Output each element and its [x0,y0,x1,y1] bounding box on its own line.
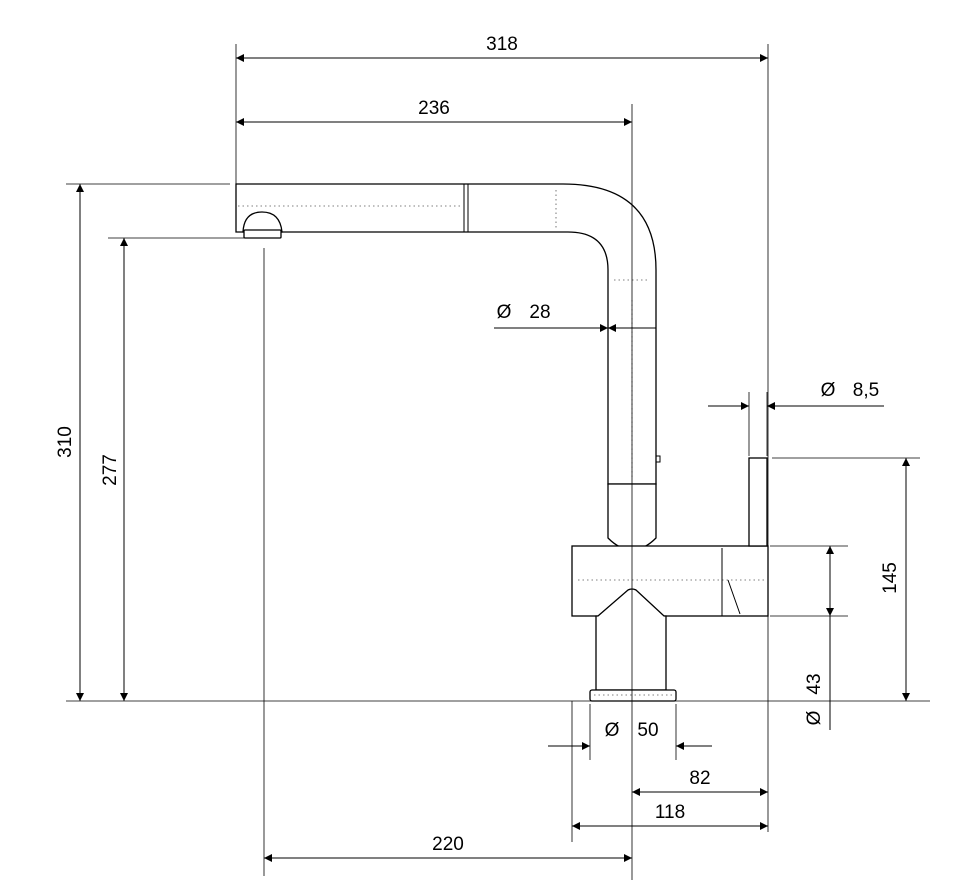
label-lever-diameter-symbol: Ø [821,380,836,401]
label-spout-reach: 220 [432,834,464,855]
extension-lines [66,44,930,880]
faucet-outline [235,183,769,702]
label-lever-height: 145 [880,562,901,594]
label-base-diameter-value: 43 [804,673,825,694]
label-overall-width: 318 [486,34,518,55]
label-lever-diameter: 8,5 [853,380,879,401]
label-center-to-lever: 82 [689,768,710,789]
label-spout-diameter: 28 [529,302,550,323]
label-hole-diameter-symbol: Ø [605,720,620,741]
label-total-height: 310 [55,426,76,458]
label-spout-reach-outer: 236 [418,98,450,119]
label-outlet-height: 277 [100,454,121,486]
label-hole-diameter: 50 [637,720,658,741]
label-base-to-lever: 118 [655,802,685,823]
label-spout-diameter-symbol: Ø [497,302,512,323]
label-base-diameter-symbol: Ø [804,710,825,725]
dimension-lines [76,54,910,862]
dimension-labels: 318 236 Ø 28 Ø 8,5 310 277 145 43 Ø Ø 50… [55,34,901,855]
